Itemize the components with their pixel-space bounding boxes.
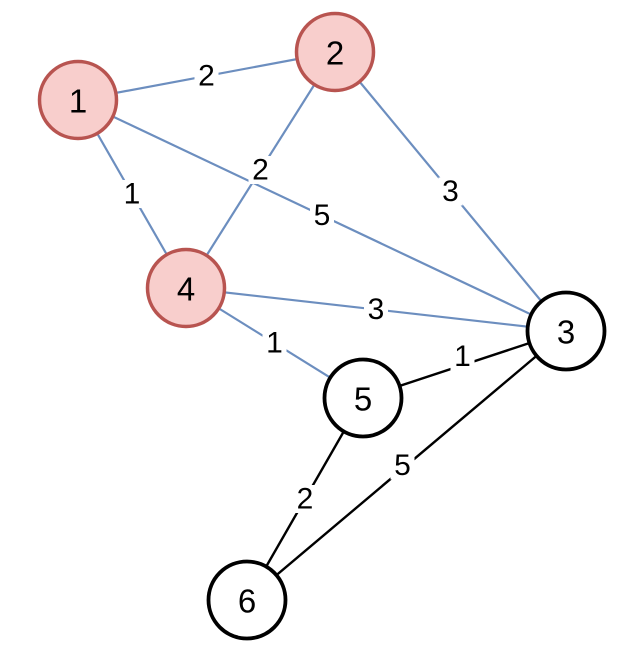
node-label-3: 3 <box>557 314 575 351</box>
edge-weight-label-background <box>450 342 475 371</box>
edge-weight-label-5-3: 1 <box>454 340 471 373</box>
edge-weight-label-background <box>364 295 388 324</box>
node-5[interactable] <box>322 357 404 439</box>
edge-weight-label-2-3: 3 <box>442 175 459 208</box>
node-1[interactable] <box>37 59 119 141</box>
edge-weight-label-background <box>262 329 287 357</box>
edge-label-layer: 2 1 5 2 3 3 1 1 2 5 <box>120 60 475 516</box>
edge-weight-label-background <box>310 201 334 230</box>
edge-layer <box>77 50 567 601</box>
node-label-1: 1 <box>69 83 87 120</box>
edge-weight-label-background <box>390 451 415 480</box>
node-3[interactable] <box>525 290 607 372</box>
edge-weight-label-2-4: 2 <box>252 154 269 187</box>
node-label-6: 6 <box>238 583 256 620</box>
edge-weight-label-1-4: 1 <box>124 178 141 211</box>
edge-weight-label-1-3: 5 <box>314 199 331 232</box>
node-2[interactable] <box>294 11 376 93</box>
edge-weight-label-background <box>438 177 463 206</box>
node-label-2: 2 <box>326 35 344 72</box>
node-label-5: 5 <box>354 381 372 418</box>
edge-weight-label-4-3: 3 <box>368 293 385 326</box>
edge-weight-label-4-5: 1 <box>266 327 283 360</box>
node-layer: 1 2 3 4 5 6 <box>37 11 607 641</box>
edge-weight-label-background <box>120 180 144 208</box>
node-4[interactable] <box>145 247 227 329</box>
node-label-4: 4 <box>177 271 195 308</box>
edge-weight-label-background <box>248 156 273 184</box>
edge-weight-label-1-2: 2 <box>198 60 215 93</box>
edge-weight-label-5-6: 2 <box>297 483 314 516</box>
edge-weight-label-background <box>293 485 317 513</box>
edge-weight-label-background <box>194 62 219 90</box>
edge-weight-label-6-3: 5 <box>394 449 411 482</box>
node-6[interactable] <box>206 559 288 641</box>
